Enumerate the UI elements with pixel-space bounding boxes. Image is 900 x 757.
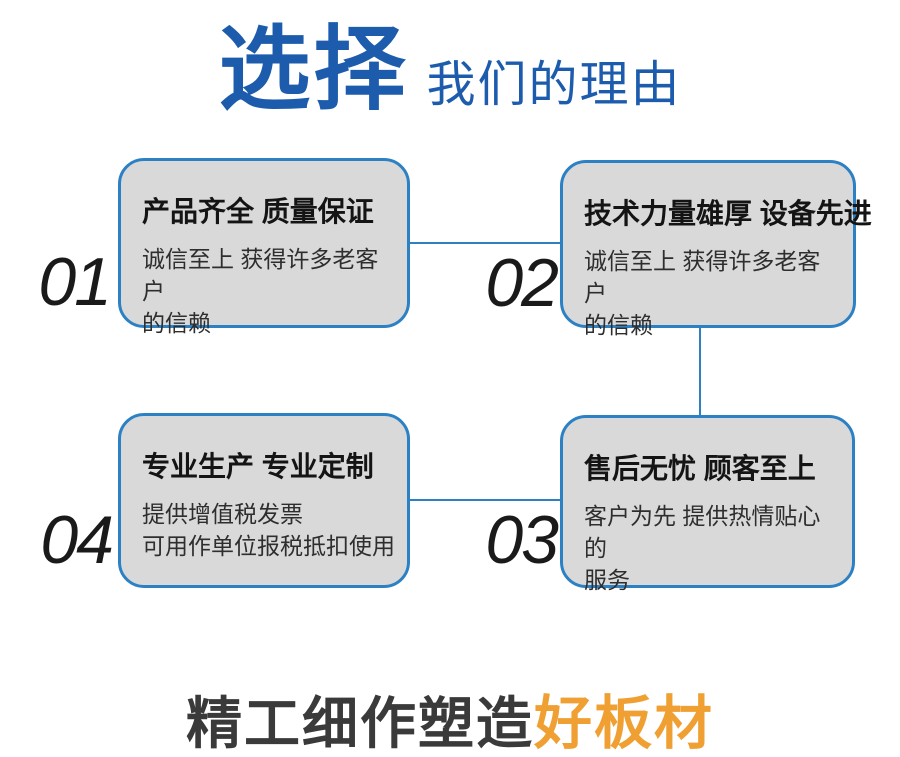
reason-card-02: 技术力量雄厚 设备先进 诚信至上 获得许多老客户 的信赖 — [560, 160, 872, 338]
page-title: 选择 我们的理由 — [0, 22, 900, 119]
reason-card-03: 售后无忧 顾客至上 客户为先 提供热情贴心的 服务 — [560, 415, 855, 593]
reason-card-01: 产品齐全 质量保证 诚信至上 获得许多老客户 的信赖 — [118, 158, 410, 336]
page-title-highlight: 选择 — [218, 19, 409, 121]
reason-card-01-body: 诚信至上 获得许多老客户 的信赖 — [142, 246, 379, 337]
card-number-04: 04 — [40, 502, 114, 578]
reason-card-04-title: 专业生产 专业定制 — [142, 451, 374, 482]
reason-card-02-title: 技术力量雄厚 设备先进 — [584, 198, 872, 229]
bottom-slogan: 精工细作塑造好板材 — [0, 676, 900, 757]
reason-card-04-body: 提供增值税发票 可用作单位报税抵扣使用 — [142, 501, 395, 560]
card-number-01: 01 — [38, 244, 112, 320]
reason-card-04: 专业生产 专业定制 提供增值税发票 可用作单位报税抵扣使用 — [118, 413, 410, 588]
bottom-slogan-dark-text: 精工细作塑造 — [185, 692, 534, 755]
reason-card-03-body: 客户为先 提供热情贴心的 服务 — [584, 503, 821, 594]
connector-card1-card2 — [409, 242, 561, 244]
reason-card-02-body: 诚信至上 获得许多老客户 的信赖 — [584, 248, 821, 339]
reason-card-01-title: 产品齐全 质量保证 — [142, 196, 374, 227]
reason-card-03-title: 售后无忧 顾客至上 — [584, 453, 816, 484]
connector-card2-card3 — [699, 327, 701, 416]
connector-card4-card3 — [409, 499, 561, 501]
bottom-slogan-orange-text: 好板材 — [533, 691, 714, 756]
card-number-02: 02 — [485, 245, 559, 321]
card-number-03: 03 — [485, 502, 559, 578]
page-title-rest: 我们的理由 — [426, 58, 682, 112]
